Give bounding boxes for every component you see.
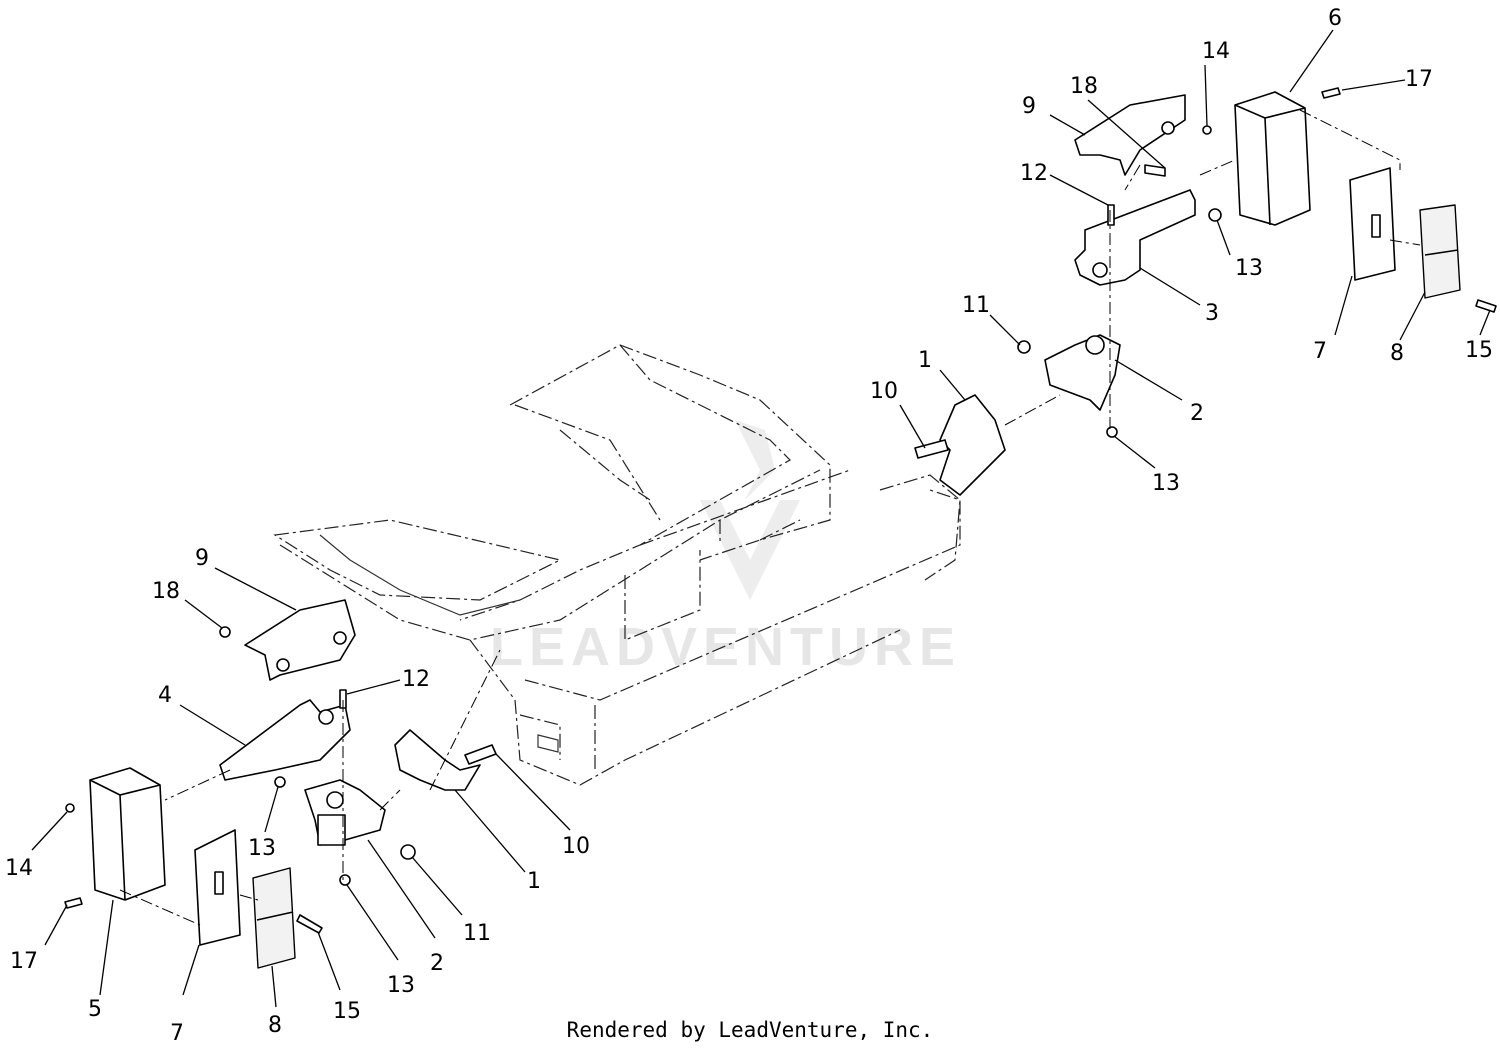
centerline-left-2 (164, 769, 231, 801)
callout-11-left: 11 (463, 921, 491, 946)
centerline-right-4 (1299, 109, 1401, 170)
centerline-left-6 (429, 649, 501, 791)
centerline-right-2 (1004, 394, 1061, 426)
centerline-left-3 (119, 889, 201, 926)
pivot-bracket-right (1044, 334, 1121, 411)
bracket-cover-right (1074, 94, 1186, 176)
callout-13-left-b: 13 (387, 973, 415, 998)
mount-bracket-left (219, 699, 351, 781)
callout-1-left: 1 (527, 869, 541, 894)
callout-8-right: 8 (1390, 341, 1404, 366)
centerline-left-4 (239, 894, 259, 901)
callout-14-left: 14 (5, 856, 33, 881)
nut-11-left (400, 844, 416, 860)
bolt-18-left (219, 626, 231, 638)
bracket-hole-right (1092, 262, 1108, 278)
lens-left (252, 867, 296, 969)
callout-9-right: 9 (1022, 94, 1036, 119)
bolt-10-left (464, 744, 497, 765)
callout-2-left: 2 (430, 951, 444, 976)
watermark: LEADVENTURE (490, 420, 961, 677)
leader-lines (31, 29, 1491, 1008)
screw-12-right (1107, 204, 1115, 226)
cover-hole-right (1161, 121, 1175, 135)
centerline-right-6 (1124, 164, 1141, 191)
mount-bracket-right (1074, 189, 1196, 286)
callout-13-left-a: 13 (248, 836, 276, 861)
callout-12-right: 12 (1020, 161, 1048, 186)
watermark-text: LEADVENTURE (490, 617, 961, 677)
callout-14-right: 14 (1202, 39, 1230, 64)
bolt-10-right (914, 439, 949, 459)
plate-slot-left (214, 871, 224, 895)
footer-credit: Rendered by LeadVenture, Inc. (566, 1018, 934, 1042)
bracket-hole-left (318, 709, 334, 725)
callout-11-right: 11 (962, 293, 990, 318)
screw-15-left (296, 914, 323, 934)
callout-3: 3 (1205, 301, 1219, 326)
callout-10-left: 10 (562, 834, 590, 859)
callout-9-left: 9 (195, 546, 209, 571)
callout-7-left: 7 (170, 1021, 184, 1046)
callout-18-left: 18 (152, 579, 180, 604)
callout-5: 5 (88, 997, 102, 1022)
pivot-boss-left (326, 791, 344, 809)
bolt-18-right (1144, 164, 1166, 177)
screw-17-right (1321, 87, 1341, 99)
screw-15-right (1475, 299, 1497, 313)
frame-phantom (273, 344, 961, 786)
callout-17-left: 17 (10, 949, 38, 974)
nut-11-right (1017, 340, 1031, 354)
nut-13-right-b (1106, 426, 1118, 438)
screw-14-right (1202, 125, 1212, 135)
callout-18-right: 18 (1070, 74, 1098, 99)
callout-17-right: 17 (1405, 67, 1433, 92)
angle-bracket-left (394, 729, 481, 791)
nut-13-left-b (339, 874, 351, 886)
callout-4: 4 (158, 683, 172, 708)
nut-13-left-a (274, 776, 286, 788)
cover-hole-left-2 (276, 658, 290, 672)
nut-13-right-a (1208, 208, 1222, 222)
plate-slot-right (1371, 214, 1381, 238)
screw-17-left (64, 897, 83, 909)
callout-12-left: 12 (402, 667, 430, 692)
pivot-tube-left (317, 814, 346, 846)
callout-13-right-a: 13 (1235, 256, 1263, 281)
light-housing-right (1234, 91, 1311, 226)
bracket-cover-left (244, 599, 356, 681)
centerline-left-5 (379, 789, 401, 811)
callout-13-right-b: 13 (1152, 471, 1180, 496)
screw-12-left (339, 689, 347, 709)
centerline-right-3 (1199, 159, 1236, 176)
callout-15-left: 15 (333, 999, 361, 1024)
lens-right (1419, 204, 1461, 299)
light-housing-left (89, 767, 166, 901)
callout-6: 6 (1328, 6, 1342, 31)
pivot-boss-right (1085, 335, 1105, 355)
leadventure-logo-icon (700, 420, 800, 600)
callouts: 6 14 17 18 9 12 13 3 11 1 10 2 13 7 8 15… (5, 6, 1493, 1046)
callout-15-right: 15 (1465, 338, 1493, 363)
angle-bracket-right (939, 394, 1006, 496)
callout-10-right: 10 (870, 379, 898, 404)
callout-1-right: 1 (918, 348, 932, 373)
callout-8-left: 8 (268, 1013, 282, 1038)
centerline-right-5 (1389, 239, 1421, 246)
callout-7-right: 7 (1313, 339, 1327, 364)
cover-hole-left (333, 631, 347, 645)
callout-2-right: 2 (1190, 401, 1204, 426)
screw-14-left (65, 803, 75, 813)
